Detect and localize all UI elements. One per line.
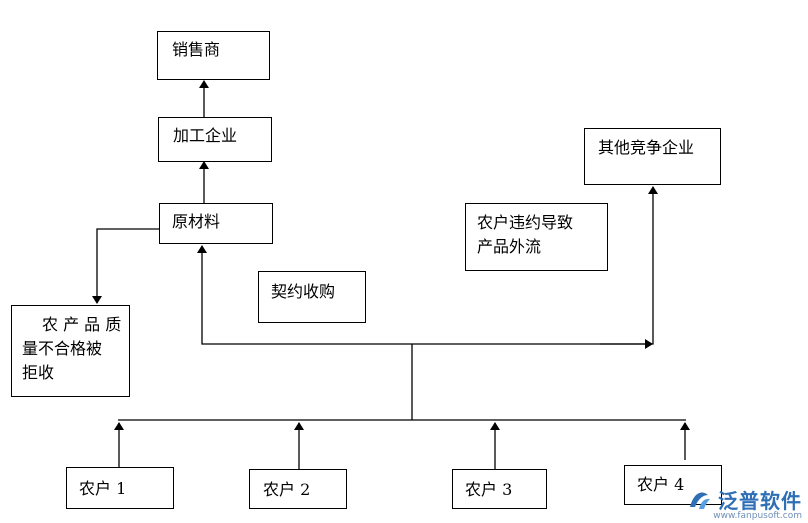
watermark-url: www.fanpusoft.com [713, 511, 802, 521]
farmer-4-box: 农户 4 [624, 465, 722, 505]
violation-line-2: 产品外流 [477, 237, 542, 256]
raw-material-box: 原材料 [159, 203, 273, 244]
dealer-label: 销售商 [172, 40, 221, 59]
farmer-1-box: 农户 1 [66, 467, 174, 509]
farmer-3-label: 农户 3 [465, 480, 513, 499]
processor-box: 加工企业 [158, 117, 272, 162]
farmer-3-box: 农户 3 [452, 469, 547, 509]
watermark-brand: 泛普软件 [718, 489, 802, 513]
competitor-box: 其他竞争企业 [584, 128, 721, 185]
competitor-label: 其他竞争企业 [598, 138, 695, 157]
contract-box: 契约收购 [258, 271, 366, 323]
watermark: 泛普软件 www.fanpusoft.com [687, 485, 802, 521]
rejected-line-3: 拒收 [22, 363, 55, 382]
rejected-box: 农 产 品 质 量不合格被 拒收 [11, 305, 130, 397]
violation-box: 农户违约导致 产品外流 [465, 203, 608, 271]
rejected-line-2: 量不合格被 [22, 339, 103, 358]
farmer-1-label: 农户 1 [79, 479, 127, 498]
arrow-raw-to-rejected [92, 228, 159, 304]
arrow-bus-to-competitor [412, 186, 658, 345]
arrow-bus-to-raw [197, 245, 412, 345]
violation-line-1: 农户违约导致 [477, 213, 574, 232]
raw-material-label: 原材料 [172, 212, 221, 231]
dealer-box: 销售商 [157, 31, 270, 80]
farmer-4-label: 农户 4 [637, 475, 685, 494]
farmer-2-box: 农户 2 [249, 469, 347, 509]
farmer-2-label: 农户 2 [263, 480, 311, 499]
rejected-line-1: 农 产 品 质 [42, 315, 122, 334]
contract-label: 契约收购 [271, 282, 336, 301]
brand-logo-icon [689, 492, 710, 509]
processor-label: 加工企业 [173, 126, 238, 145]
